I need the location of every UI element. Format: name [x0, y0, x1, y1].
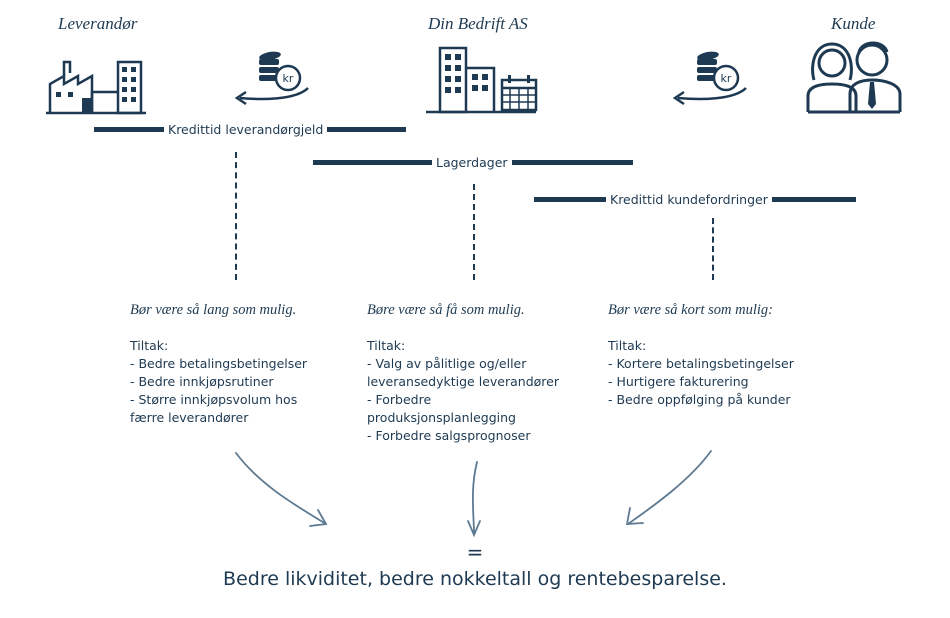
supplier-label: Leverandør — [58, 14, 138, 33]
company-label: Din Bedrift AS — [428, 14, 528, 33]
list-item: - Større innkjøpsvolum hos færre leveran… — [130, 392, 298, 425]
coins-kr-arrow-icon: kr — [234, 51, 309, 106]
inventory-days-label: Lagerdager — [432, 155, 512, 171]
list-item: - Kortere betalingsbetingelser — [608, 356, 794, 371]
measures-list: - Kortere betalingsbetingelser - Hurtige… — [608, 355, 833, 409]
measures-list: - Bedre betalingsbetingelser - Bedre inn… — [130, 355, 355, 427]
column-heading: Børe være så få som mulig. — [367, 302, 525, 318]
measures-label: Tiltak: — [130, 338, 169, 353]
list-item: - Bedre betalingsbetingelser — [130, 356, 308, 371]
customer-label: Kunde — [831, 14, 876, 33]
list-item: - Forbedre salgsprognoser — [367, 428, 531, 443]
people-icon — [806, 41, 902, 114]
customer-credit-column: Bør være så kort som mulig: Tiltak: - Ko… — [608, 301, 833, 409]
svg-text:kr: kr — [721, 72, 732, 85]
supplier-credit-column: Bør være så lang som mulig. Tiltak: - Be… — [130, 301, 355, 427]
arrow-center — [471, 461, 478, 535]
list-item: - Bedre oppfølging på kunder — [608, 392, 791, 407]
list-item: - Bedre innkjøpsrutiner — [130, 374, 274, 389]
factory-icon — [46, 60, 146, 115]
list-item: - Hurtigere fakturering — [608, 374, 749, 389]
column-heading: Bør være så lang som mulig. — [130, 302, 297, 318]
customer-credit-label: Kredittid kundefordringer — [606, 192, 772, 208]
measures-list: - Valg av pålitlige og/eller leveransedy… — [367, 355, 592, 445]
list-item: - Valg av pålitlige og/eller leveransedy… — [367, 356, 559, 389]
inventory-days-column: Børe være så få som mulig. Tiltak: - Val… — [367, 301, 592, 445]
equals-sign: = — [466, 540, 484, 564]
measures-label: Tiltak: — [608, 338, 647, 353]
supplier-credit-label: Kredittid leverandørgjeld — [164, 122, 328, 138]
measures-label: Tiltak: — [367, 338, 406, 353]
coins-kr-arrow-icon: kr — [672, 51, 747, 106]
dashed-connector — [473, 184, 475, 280]
arrow-right — [627, 450, 712, 525]
svg-text:kr: kr — [283, 72, 294, 85]
column-heading: Bør være så kort som mulig: — [608, 302, 773, 318]
dashed-connector — [712, 218, 714, 280]
list-item: - Forbedre produksjonsplanlegging — [367, 392, 516, 425]
dashed-connector — [235, 152, 237, 280]
result-statement: Bedre likviditet, bedre nokkeltall og re… — [223, 568, 727, 590]
arrow-left — [235, 452, 327, 525]
office-building-calendar-icon — [426, 46, 538, 114]
